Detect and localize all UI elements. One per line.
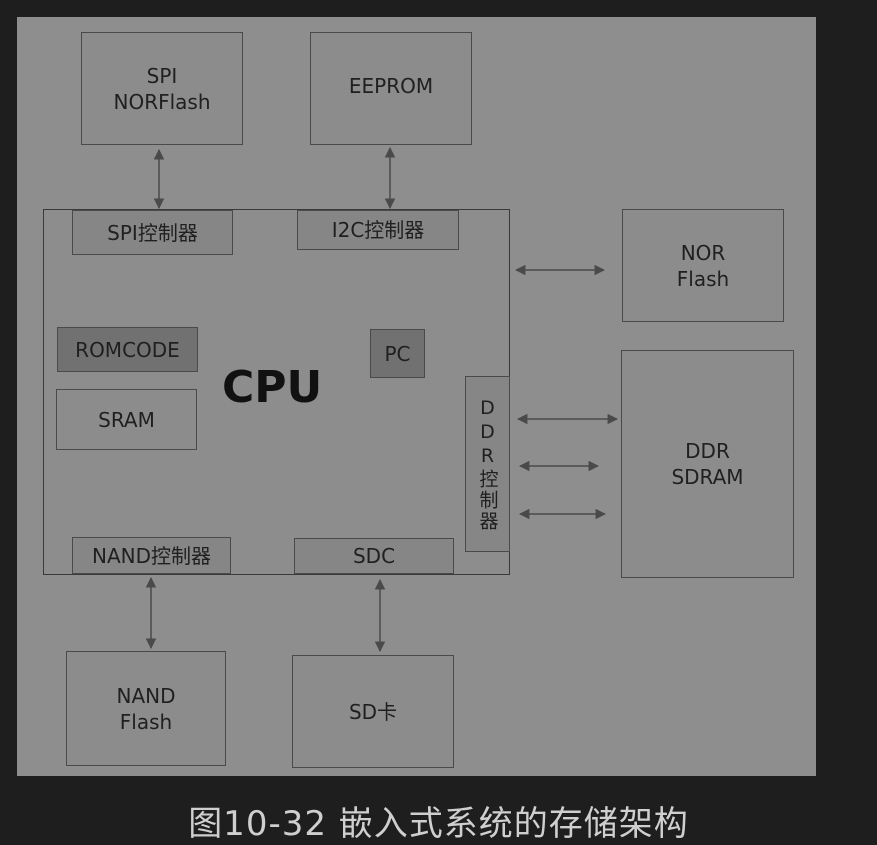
- nand-controller-block: NAND控制器: [72, 537, 231, 574]
- ddr-controller-block: DDR控制器: [465, 376, 510, 552]
- sdc-block: SDC: [294, 538, 454, 574]
- spi-norflash-block: SPI NORFlash: [81, 32, 243, 145]
- ddr-sdram-block: DDR SDRAM: [621, 350, 794, 578]
- sram-block: SRAM: [56, 389, 197, 450]
- nor-flash-block: NOR Flash: [622, 209, 784, 322]
- ddr-controller-label: DDR控制器: [476, 396, 499, 532]
- cpu-label: CPU: [222, 362, 323, 413]
- romcode-block: ROMCODE: [57, 327, 198, 372]
- nand-flash-block: NAND Flash: [66, 651, 226, 766]
- sd-card-block: SD卡: [292, 655, 454, 768]
- pc-block: PC: [370, 329, 425, 378]
- i2c-controller-block: I2C控制器: [297, 210, 459, 250]
- connection-arrows: [145, 146, 619, 653]
- eeprom-block: EEPROM: [310, 32, 472, 145]
- spi-controller-block: SPI控制器: [72, 210, 233, 255]
